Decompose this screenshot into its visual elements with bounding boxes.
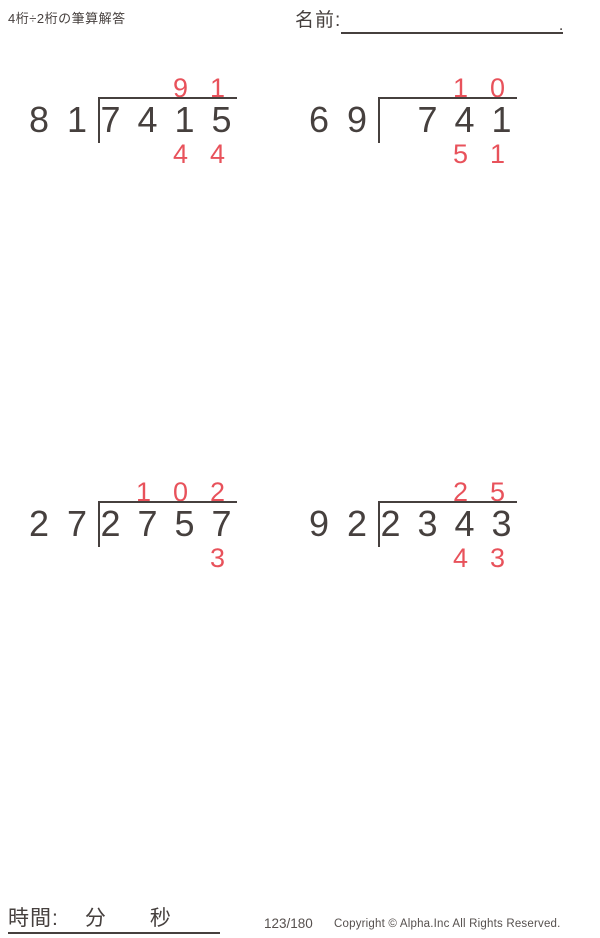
dividend-digit: 3 [417, 503, 438, 544]
dividend-digit: 5 [211, 99, 232, 140]
dividend-digit: 5 [174, 503, 195, 544]
dividend-digit: 3 [491, 503, 512, 544]
dividend-digits: 7 4 1 [372, 99, 520, 140]
divisor-digit: 6 [308, 99, 330, 140]
remainder-row: 5 1 [368, 139, 516, 169]
divisor-digit: 9 [308, 503, 330, 544]
division-problem-3: 1 0 2 2 7 2 7 5 7 3 [20, 477, 242, 573]
division-bracket-side-line [378, 97, 380, 143]
name-line-period: . [558, 17, 564, 34]
division-problem-2: 1 0 6 9 7 4 1 5 1 [300, 73, 522, 169]
remainder-row: 3 [88, 543, 236, 573]
remainder-digit: 5 [452, 139, 469, 169]
dividend-digit: 2 [100, 503, 121, 544]
dividend-digit: 1 [491, 99, 512, 140]
remainder-digit: 4 [452, 543, 469, 573]
divisor-digit: 1 [66, 99, 88, 140]
quotient-digit: 0 [172, 477, 189, 507]
divisor-digits: 9 2 [300, 503, 376, 544]
quotient-digit: 5 [489, 477, 506, 507]
divisor-digits: 2 7 [20, 503, 96, 544]
division-bracket-side-line [378, 501, 380, 547]
name-label: 名前: [295, 10, 342, 31]
divisor-digit: 9 [346, 99, 368, 140]
divisor-digits: 8 1 [20, 99, 96, 140]
division-bracket-top-line [98, 501, 237, 503]
remainder-row: 4 4 [88, 139, 236, 169]
divisor-digit: 2 [28, 503, 50, 544]
division-bracket-side-line [98, 501, 100, 547]
dividend-digit: 4 [454, 99, 475, 140]
remainder-digit: 3 [209, 543, 226, 573]
page-number: 123/180 [264, 916, 313, 931]
division-bracket-top-line [98, 97, 237, 99]
quotient-digit: 2 [209, 477, 226, 507]
quotient-row: 2 5 [368, 477, 516, 507]
quotient-digit: 1 [135, 477, 152, 507]
remainder-digit: 3 [489, 543, 506, 573]
dividend-digits: 7 4 1 5 [92, 99, 240, 140]
quotient-row: 1 0 2 [88, 477, 236, 507]
time-field: 時間: 分 秒 [8, 903, 220, 934]
quotient-digit: 2 [452, 477, 469, 507]
dividend-digit: 1 [174, 99, 195, 140]
dividend-digit: 2 [380, 503, 401, 544]
quotient-digit: 1 [209, 73, 226, 103]
dividend-digit: 7 [211, 503, 232, 544]
quotient-digit: 1 [452, 73, 469, 103]
dividend-digit: 4 [454, 503, 475, 544]
remainder-digit: 4 [172, 139, 189, 169]
quotient-row: 9 1 [88, 73, 236, 103]
division-problem-4: 2 5 9 2 2 3 4 3 4 3 [300, 477, 522, 573]
remainder-row: 4 3 [368, 543, 516, 573]
dividend-digit: 7 [417, 99, 438, 140]
dividend-digits: 2 7 5 7 [92, 503, 240, 544]
remainder-digit: 4 [209, 139, 226, 169]
division-bracket-side-line [98, 97, 100, 143]
divisor-digits: 6 9 [300, 99, 376, 140]
dividend-digit: 7 [137, 503, 158, 544]
divisor-digit: 7 [66, 503, 88, 544]
division-bracket-top-line [378, 501, 517, 503]
seconds-label: 秒 [149, 907, 172, 930]
divisor-digit: 2 [346, 503, 368, 544]
page-title: 4桁÷2桁の筆算解答 [8, 11, 126, 26]
name-field: 名前: . [295, 5, 564, 34]
time-label: 時間: [8, 907, 59, 930]
copyright-text: Copyright © Alpha.Inc All Rights Reserve… [334, 918, 561, 930]
divisor-digit: 8 [28, 99, 50, 140]
dividend-digit: 7 [100, 99, 121, 140]
dividend-digits: 2 3 4 3 [372, 503, 520, 544]
quotient-row: 1 0 [368, 73, 516, 103]
remainder-digit: 1 [489, 139, 506, 169]
quotient-digit: 0 [489, 73, 506, 103]
name-blank-line: . [341, 6, 564, 34]
division-bracket-top-line [378, 97, 517, 99]
dividend-digit: 4 [137, 99, 158, 140]
quotient-digit: 9 [172, 73, 189, 103]
minutes-label: 分 [84, 907, 107, 930]
division-problem-1: 9 1 8 1 7 4 1 5 4 4 [20, 73, 242, 169]
